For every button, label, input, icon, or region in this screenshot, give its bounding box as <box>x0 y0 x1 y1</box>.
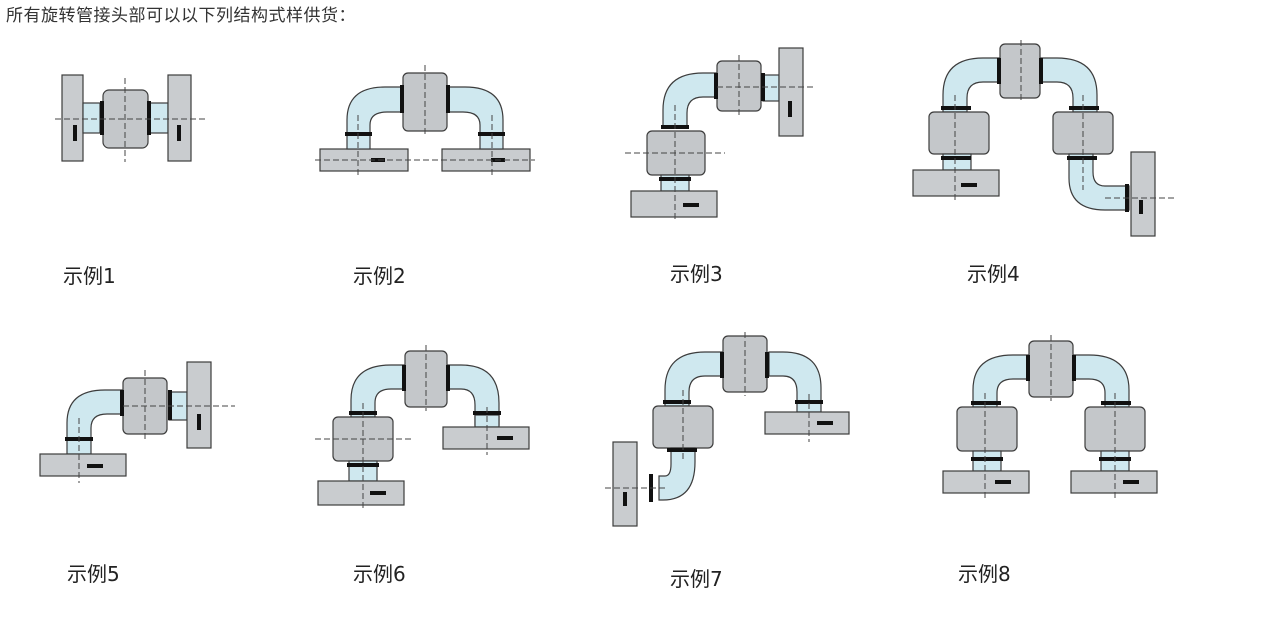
example-6-diagram <box>315 345 530 510</box>
example-6-caption: 示例6 <box>353 562 406 586</box>
example-8-caption: 示例8 <box>958 562 1011 586</box>
rotary-body-top <box>999 43 1041 99</box>
flange-right <box>167 74 192 162</box>
flange-bottom-left <box>912 169 1000 197</box>
elbow-top-left <box>942 57 1001 113</box>
page-title: 所有旋转管接头部可以以下列结构式样供货： <box>6 6 356 26</box>
elbow <box>662 72 718 128</box>
example-5-diagram <box>39 361 235 483</box>
flange-right <box>778 47 804 137</box>
example-7: 示例7 <box>605 332 855 591</box>
flange-bottom <box>630 190 718 218</box>
flange-right <box>186 361 212 449</box>
flange-bottom-left <box>317 480 405 506</box>
pipe-left <box>82 102 101 134</box>
elbow-left <box>972 354 1030 408</box>
example-4-diagram <box>912 40 1175 237</box>
flange-bottom-right <box>1070 470 1158 494</box>
elbow-left <box>346 86 404 136</box>
rotary-body-left <box>928 111 990 155</box>
elbow-left <box>350 364 406 418</box>
example-3-diagram <box>625 47 815 220</box>
flange-right <box>442 426 530 450</box>
elbow-top-right <box>1039 57 1098 113</box>
flange-bottom <box>39 453 127 477</box>
example-3-caption: 示例3 <box>670 262 723 286</box>
example-4: 示例4 <box>905 40 1175 286</box>
elbow <box>66 389 124 441</box>
pipe-right <box>149 102 169 134</box>
flange-right <box>1130 151 1156 237</box>
example-1-diagram <box>55 74 205 162</box>
example-6: 示例6 <box>315 345 535 586</box>
elbow-bottom <box>658 447 696 501</box>
flange-bottom-left <box>942 470 1030 494</box>
example-3: 示例3 <box>625 45 815 286</box>
example-2: 示例2 <box>315 65 535 288</box>
elbow-bottom-right <box>1068 153 1130 211</box>
elbow-right <box>446 86 504 136</box>
example-8-diagram <box>942 335 1158 500</box>
example-8: 示例8 <box>935 335 1165 586</box>
example-5: 示例5 <box>35 358 235 586</box>
flange-left <box>61 74 84 162</box>
elbow-top-left <box>664 351 724 407</box>
elbow-right <box>1072 354 1130 408</box>
example-1: 示例1 <box>55 70 205 288</box>
example-5-caption: 示例5 <box>67 562 120 586</box>
example-4-caption: 示例4 <box>967 262 1020 286</box>
example-1-caption: 示例1 <box>63 264 116 288</box>
rotary-body-left <box>956 406 1018 452</box>
example-2-caption: 示例2 <box>353 264 406 288</box>
example-7-caption: 示例7 <box>670 567 723 591</box>
example-2-diagram <box>315 65 535 175</box>
example-7-diagram <box>605 332 850 527</box>
flange-right <box>764 411 850 435</box>
flange-left <box>612 441 638 527</box>
